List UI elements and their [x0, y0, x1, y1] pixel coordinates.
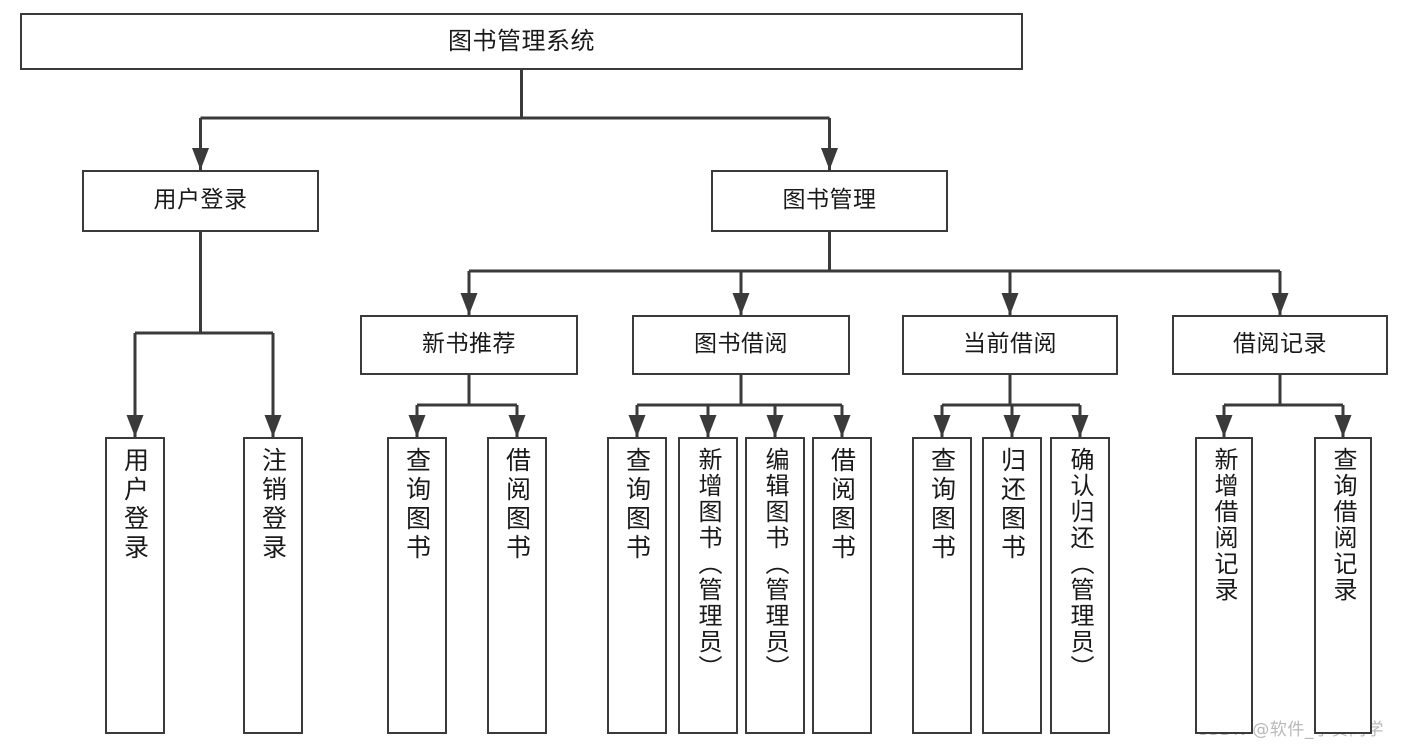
node-label: 查询图书	[402, 447, 432, 563]
node-current[interactable]: 当前借阅	[902, 315, 1118, 375]
node-label: 借阅记录	[1233, 331, 1327, 358]
node-label: 借阅图书	[502, 447, 532, 563]
node-leaf-addrec[interactable]: 新增借阅记录	[1195, 437, 1253, 734]
node-label: 图书借阅	[694, 331, 788, 358]
node-leaf-qbook1[interactable]: 查询图书	[387, 437, 447, 734]
node-leaf-addbook[interactable]: 新增图书（管理员）	[678, 437, 738, 734]
node-leaf-return[interactable]: 归还图书	[982, 437, 1042, 734]
node-leaf-editbook[interactable]: 编辑图书（管理员）	[745, 437, 805, 734]
node-borrow[interactable]: 图书借阅	[632, 315, 850, 375]
node-leaf-logout[interactable]: 注销登录	[243, 437, 303, 734]
node-label: 查询借阅记录	[1329, 447, 1357, 603]
node-leaf-confirm[interactable]: 确认归还（管理员）	[1050, 437, 1110, 734]
node-label: 图书管理	[782, 187, 877, 214]
node-label: 当前借阅	[963, 331, 1057, 358]
node-label: 归还图书	[997, 447, 1027, 563]
node-label: 新增图书（管理员）	[694, 447, 722, 681]
node-bookmgmt[interactable]: 图书管理	[711, 170, 948, 232]
node-leaf-bbook1[interactable]: 借阅图书	[487, 437, 547, 734]
node-leaf-qbook2[interactable]: 查询图书	[607, 437, 667, 734]
node-label: 新增借阅记录	[1210, 447, 1238, 603]
node-leaf-bbook2[interactable]: 借阅图书	[812, 437, 872, 734]
node-label: 编辑图书（管理员）	[761, 447, 789, 681]
node-label: 注销登录	[258, 447, 288, 563]
node-label: 图书管理系统	[448, 27, 595, 56]
node-records[interactable]: 借阅记录	[1172, 315, 1388, 375]
node-label: 用户登录	[120, 447, 150, 563]
node-login[interactable]: 用户登录	[82, 170, 319, 232]
node-newbook[interactable]: 新书推荐	[360, 315, 578, 375]
node-label: 借阅图书	[827, 447, 857, 563]
node-label: 查询图书	[927, 447, 957, 563]
node-label: 新书推荐	[422, 331, 516, 358]
node-leaf-qbook3[interactable]: 查询图书	[912, 437, 972, 734]
node-label: 用户登录	[153, 187, 248, 214]
node-root[interactable]: 图书管理系统	[20, 13, 1023, 70]
node-leaf-login[interactable]: 用户登录	[105, 437, 165, 734]
node-label: 确认归还（管理员）	[1066, 447, 1094, 681]
node-leaf-qrec[interactable]: 查询借阅记录	[1314, 437, 1372, 734]
node-label: 查询图书	[622, 447, 652, 563]
